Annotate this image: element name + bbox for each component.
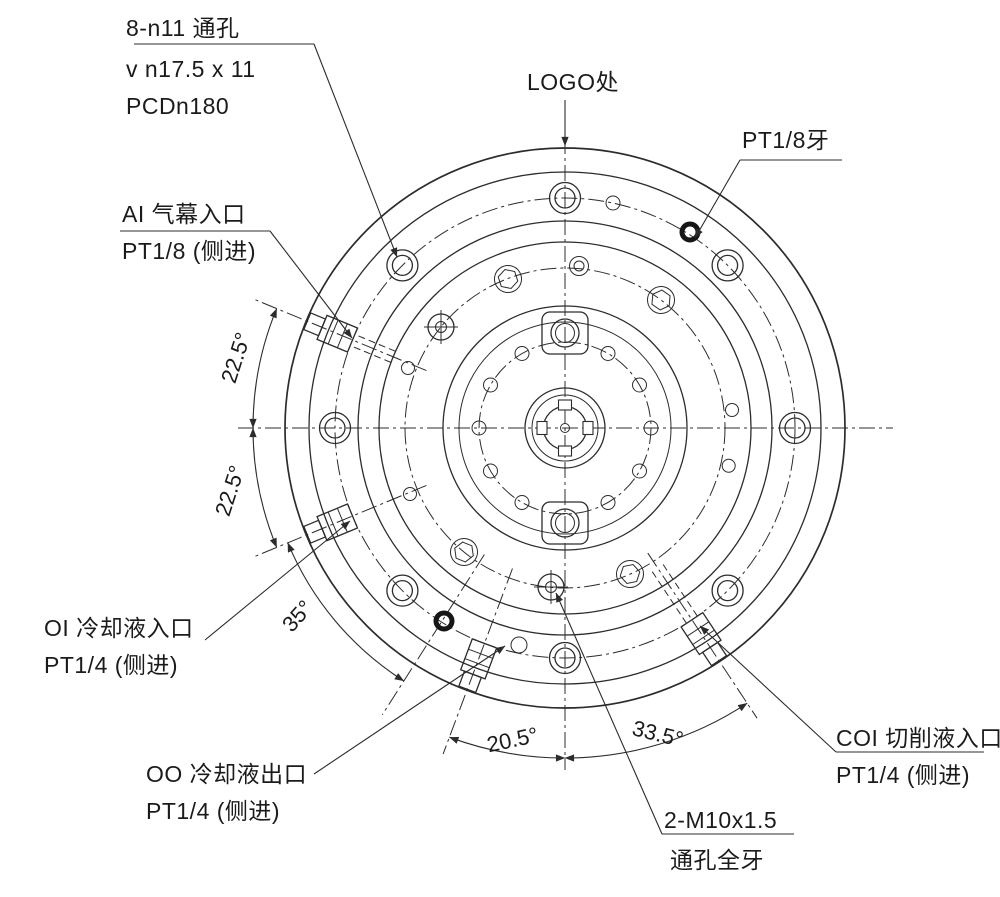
m10-line2: 通孔全牙 [670, 847, 764, 873]
bolt-holes-line3: PCDn180 [126, 93, 230, 119]
counterbore-hole [548, 641, 582, 675]
counterbore-hole [711, 249, 744, 282]
hex-plug [616, 560, 644, 588]
hex-plug [450, 538, 478, 566]
counterbore-hole [318, 411, 352, 445]
callout-oi: OI 冷却液入口 PT1/4 (侧进) [44, 610, 194, 684]
port-coi [647, 552, 758, 719]
bolt-holes-line1: 8-n11 通孔 [126, 15, 240, 41]
ai-line1: AI 气幕入口 [122, 201, 246, 227]
plugged-hole [433, 610, 455, 632]
inner-hole-ring [471, 346, 659, 510]
angle-label-35: 35° [277, 595, 318, 636]
port-oo [442, 568, 513, 755]
angle-label-20-5: 20.5° [485, 722, 541, 757]
counterbore-hole [548, 181, 582, 215]
square-port-top [541, 311, 589, 355]
oo-line1: OO 冷却液出口 [146, 761, 308, 787]
callout-m10: 2-M10x1.5 通孔全牙 [664, 800, 777, 880]
callout-ai: AI 气幕入口 PT1/8 (侧进) [122, 196, 256, 270]
leader-lines [120, 43, 984, 835]
m10-line1: 2-M10x1.5 [664, 807, 778, 833]
oi-line1: OI 冷却液入口 [44, 615, 194, 641]
logo-label: LOGO处 [527, 69, 619, 95]
m10-hole [534, 570, 568, 604]
counterbore-hole [778, 411, 812, 445]
callout-oo: OO 冷却液出口 PT1/4 (侧进) [146, 756, 307, 830]
square-port-bottom [541, 501, 589, 545]
angle-dimension-arcs [249, 308, 748, 762]
bolt-holes-line2: v n17.5 x 11 [126, 56, 256, 82]
callout-pt18: PT1/8牙 [742, 122, 829, 159]
square-ports [541, 311, 589, 545]
coi-line1: COI 切削液入口 [836, 725, 1000, 751]
angle-label-22-5-lower: 22.5° [210, 462, 250, 519]
pt18-label: PT1/8牙 [742, 127, 830, 153]
port-ai [255, 299, 427, 372]
m10-holes [424, 310, 568, 604]
oo-line2: PT1/4 (侧进) [146, 798, 281, 824]
center-bore [524, 387, 606, 469]
callout-coi: COI 切削液入口 PT1/4 (侧进) [836, 720, 1000, 794]
centerlines [238, 138, 893, 770]
callout-logo: LOGO处 [527, 64, 619, 101]
hex-plugs [450, 265, 675, 588]
callout-bolt-holes: 8-n11 通孔 v n17.5 x 11 PCDn180 [126, 10, 256, 125]
angle-label-33-5: 33.5° [630, 715, 686, 752]
m10-hole [424, 310, 458, 344]
hex-plug [647, 286, 675, 314]
coi-line2: PT1/4 (侧进) [836, 762, 971, 788]
hex-plug [494, 265, 522, 293]
small-holes [401, 195, 739, 654]
oi-line2: PT1/4 (侧进) [44, 652, 179, 678]
small-port [569, 256, 589, 276]
angle-label-22-5-upper: 22.5° [216, 329, 256, 386]
counterbore-hole [711, 574, 744, 607]
ai-line2: PT1/8 (侧进) [122, 238, 257, 264]
counterbore-hole [386, 249, 419, 282]
